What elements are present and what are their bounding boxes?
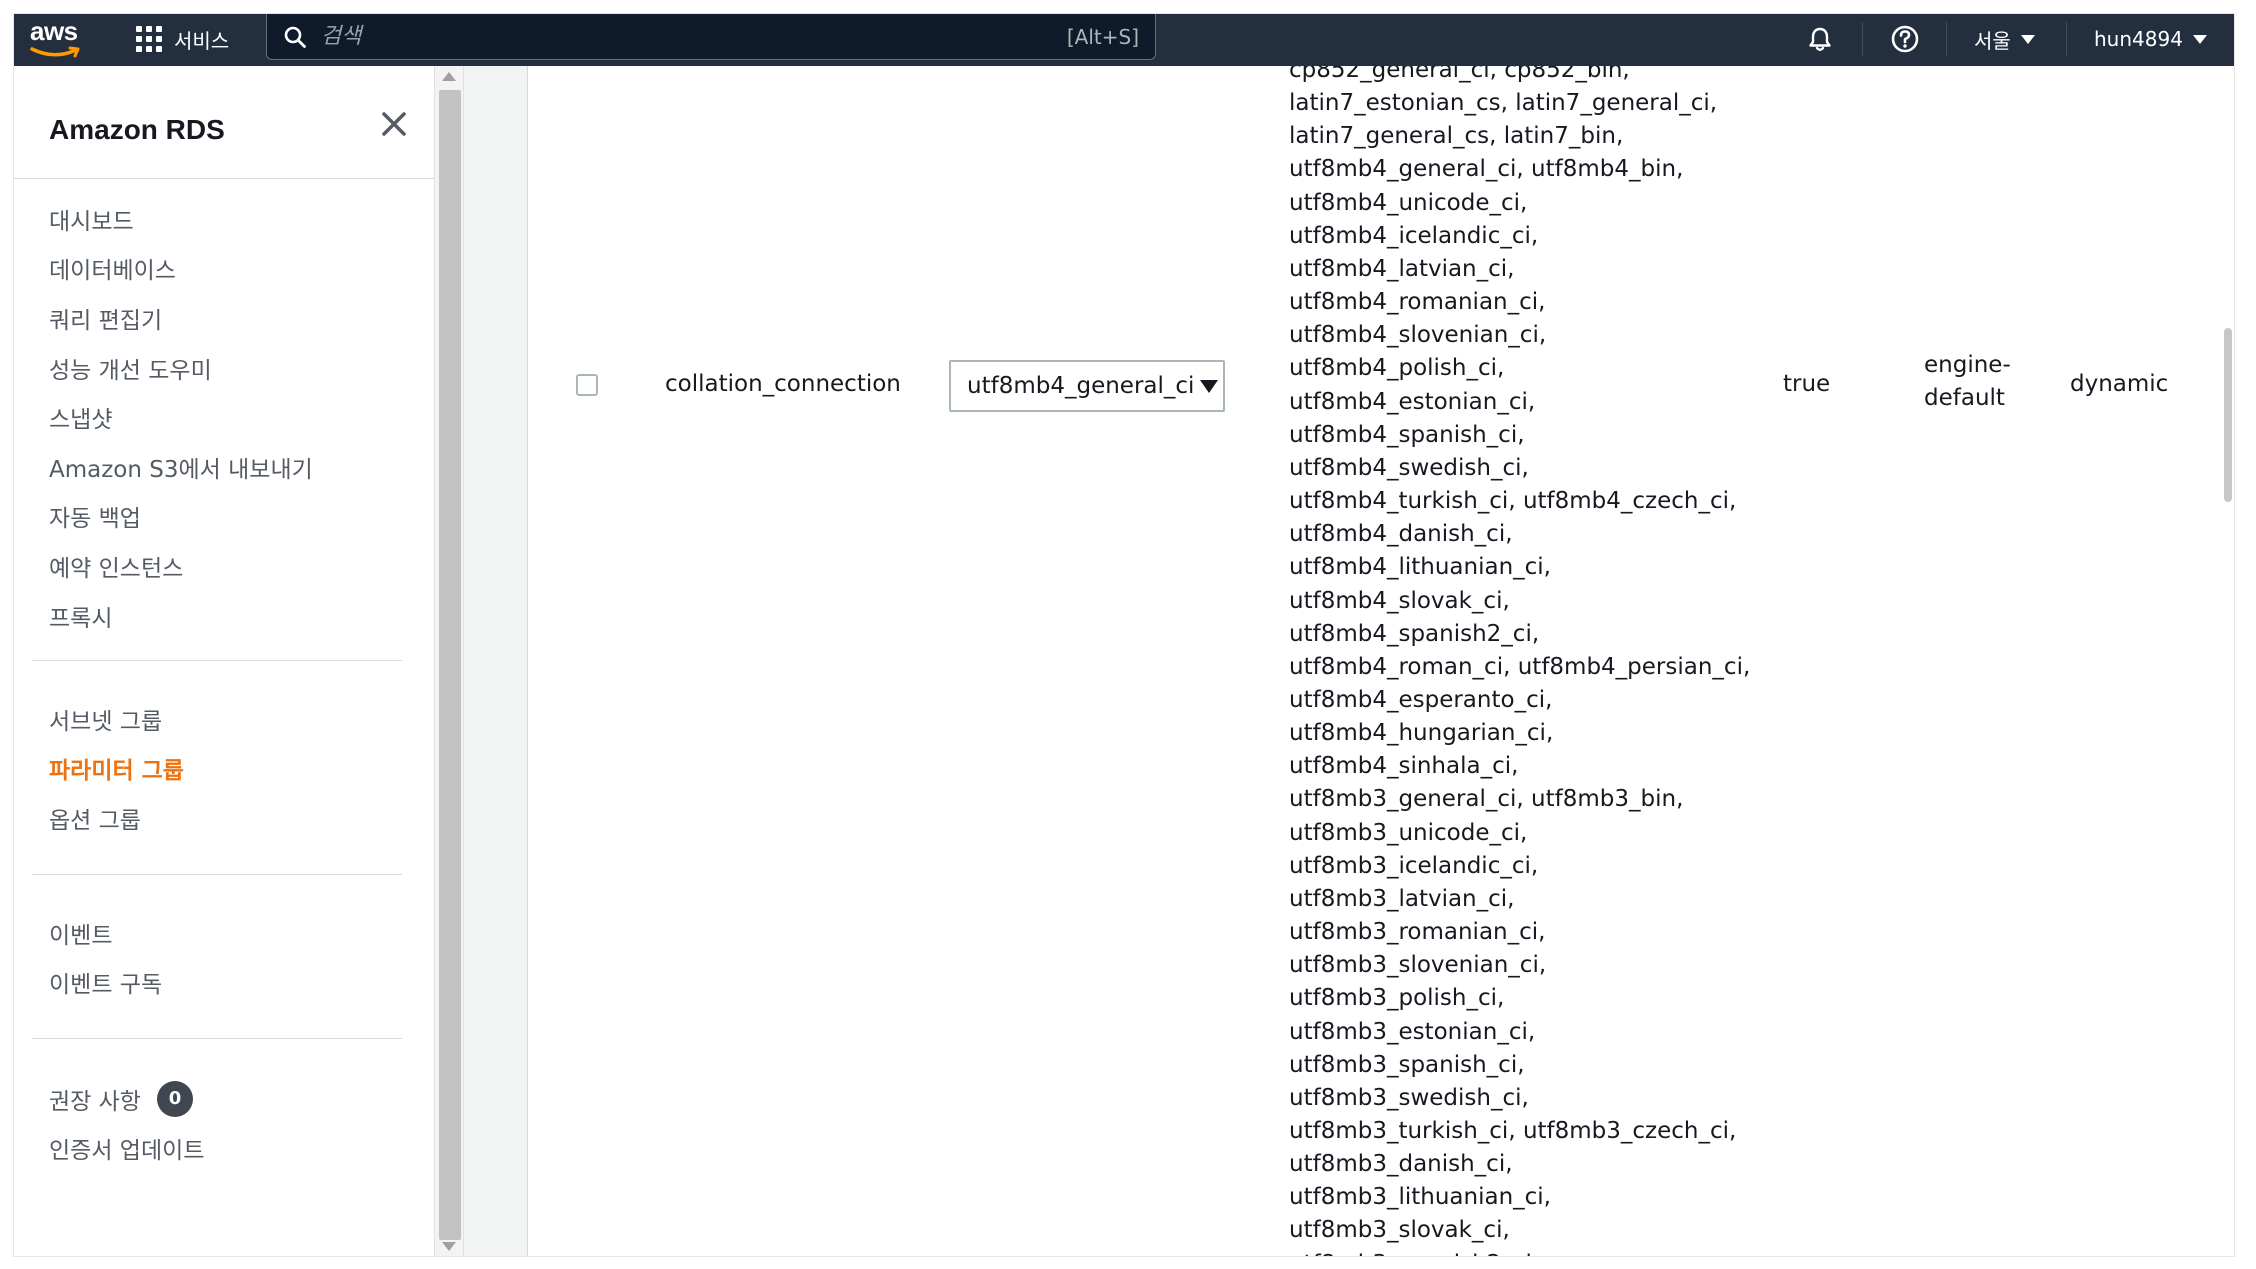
row-select-checkbox[interactable] [576, 374, 598, 396]
sidebar-scrollbar-thumb[interactable] [439, 90, 461, 1240]
help-button[interactable] [1890, 14, 1920, 64]
search-bar[interactable]: [Alt+S] [266, 14, 1156, 60]
parameter-name-cell: collation_connection [665, 371, 901, 397]
sidebar-item-option-groups[interactable]: 옵션 그룹 [49, 807, 141, 834]
sidebar-item-proxies[interactable]: 프록시 [49, 605, 113, 632]
caret-down-icon [2020, 34, 2035, 44]
sidebar-events-nav: 이벤트 이벤트 구독 [49, 908, 162, 1007]
caret-down-icon [1200, 379, 1219, 393]
sidebar-divider [32, 660, 402, 661]
sidebar-misc-nav: 권장 사항 0 인증서 업데이트 [49, 1074, 204, 1173]
scroll-up-arrow-icon[interactable] [442, 72, 456, 81]
nav-divider [1946, 22, 1947, 56]
search-input[interactable] [321, 24, 1067, 49]
top-navigation-bar: aws 서비스 [Alt+S] [14, 14, 2234, 66]
account-menu[interactable]: hun4894 [2094, 14, 2207, 64]
sidebar-item-snapshots[interactable]: 스냅샷 [49, 407, 113, 434]
scroll-down-arrow-icon[interactable] [442, 1242, 456, 1251]
parameter-value-selected: utf8mb4_general_ci [967, 373, 1195, 399]
sidebar-divider [32, 874, 402, 875]
sidebar-divider [32, 1038, 402, 1039]
sidebar-item-databases[interactable]: 데이터베이스 [49, 258, 176, 285]
main-scrollbar-thumb[interactable] [2224, 328, 2232, 502]
sidebar-main-nav: 대시보드 데이터베이스 쿼리 편집기 성능 개선 도우미 스냅샷 Amazon … [49, 194, 313, 640]
nav-divider [2066, 22, 2067, 56]
sidebar-item-recommendations[interactable]: 권장 사항 0 [49, 1074, 204, 1124]
services-menu-button[interactable]: 서비스 [136, 14, 229, 64]
sidebar-item-events[interactable]: 이벤트 [49, 922, 113, 949]
services-label: 서비스 [174, 28, 230, 53]
browser-viewport: aws 서비스 [Alt+S] [14, 14, 2234, 1256]
sidebar-item-subnet-groups[interactable]: 서브넷 그룹 [49, 708, 163, 735]
sidebar-groups-nav: 서브넷 그룹 파라미터 그룹 옵션 그룹 [49, 694, 184, 843]
sidebar-item-automated-backups[interactable]: 자동 백업 [49, 506, 141, 533]
help-icon [1891, 25, 1919, 53]
sidebar-scrollbar[interactable] [434, 66, 464, 1256]
aws-logo-text: aws [30, 16, 78, 46]
sidebar-item-performance-insights[interactable]: 성능 개선 도우미 [49, 357, 212, 384]
apps-grid-icon [136, 26, 162, 52]
sidebar-divider [14, 178, 434, 179]
apply-type-cell: dynamic [2070, 371, 2169, 397]
sidebar-title: Amazon RDS [49, 114, 225, 145]
sidebar-item-certificate-update[interactable]: 인증서 업데이트 [49, 1138, 205, 1165]
allowed-values-cell: cp852_general_ci, cp852_bin, latin7_esto… [1289, 66, 1751, 1256]
sidebar-item-reserved-instances[interactable]: 예약 인스턴스 [49, 555, 184, 582]
sidebar-item-query-editor[interactable]: 쿼리 편집기 [49, 307, 163, 334]
aws-logo[interactable]: aws [30, 14, 90, 64]
aws-smile-icon [30, 46, 80, 58]
close-sidebar-button[interactable] [372, 102, 416, 146]
caret-down-icon [2192, 34, 2207, 44]
recommendations-count-badge: 0 [156, 1080, 193, 1117]
search-icon [284, 26, 306, 48]
close-icon [382, 112, 406, 136]
nav-divider [1862, 22, 1863, 56]
search-shortcut-hint: [Alt+S] [1066, 24, 1139, 49]
main-scrollbar[interactable] [2220, 66, 2234, 1256]
sidebar-item-dashboard[interactable]: 대시보드 [49, 208, 134, 235]
modifiable-cell: true [1783, 371, 1831, 397]
parameter-value-select[interactable]: utf8mb4_general_ci [949, 360, 1225, 412]
account-label: hun4894 [2094, 27, 2183, 51]
sidebar-item-event-subscriptions[interactable]: 이벤트 구독 [49, 972, 163, 999]
sidebar-item-exports-in-s3[interactable]: Amazon S3에서 내보내기 [49, 456, 313, 483]
source-cell: engine- default [1924, 352, 2011, 411]
bell-icon [1809, 27, 1831, 51]
parameters-table: collation_connection utf8mb4_general_ci … [529, 66, 2219, 1256]
region-label: 서울 [1974, 28, 2011, 53]
region-selector[interactable]: 서울 [1974, 14, 2035, 64]
recommendations-label: 권장 사항 [49, 1088, 141, 1115]
sidebar: Amazon RDS 대시보드 데이터베이스 쿼리 편집기 성능 개선 도우미 … [14, 66, 434, 1256]
sidebar-item-parameter-groups[interactable]: 파라미터 그룹 [49, 758, 184, 785]
content-gutter [464, 66, 528, 1256]
notifications-button[interactable] [1806, 14, 1834, 64]
